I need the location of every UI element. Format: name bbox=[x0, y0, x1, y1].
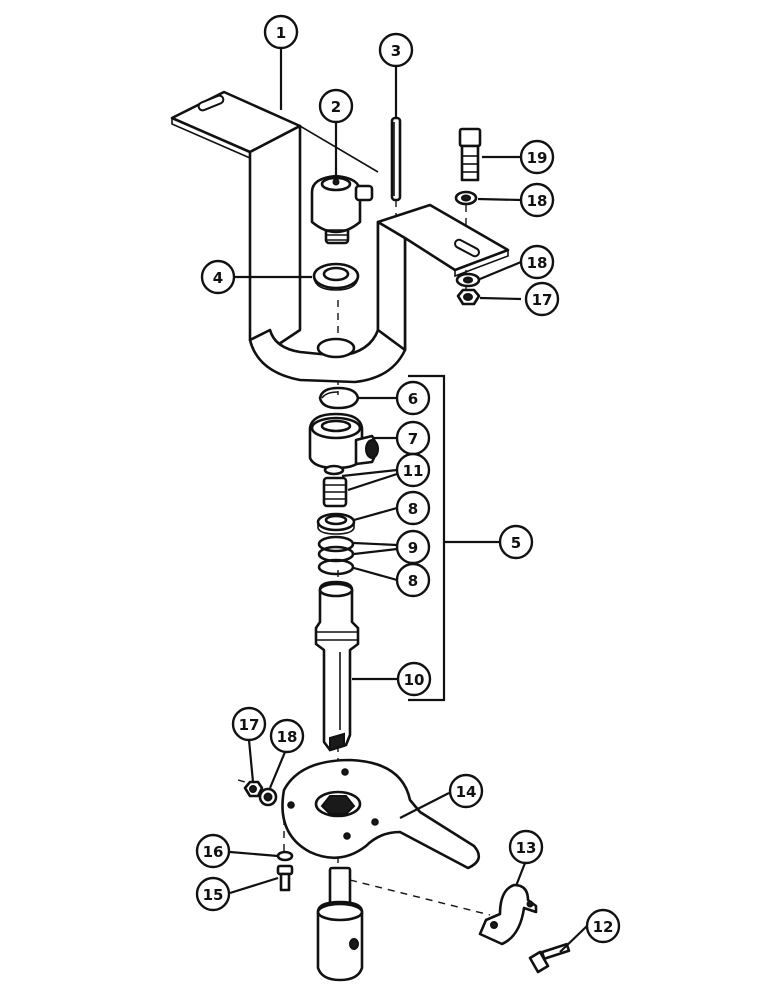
callout-18-washer: 18 bbox=[269, 718, 305, 754]
callout-number: 5 bbox=[511, 534, 521, 552]
callout-19-bolt: 19 bbox=[519, 139, 555, 175]
callout-5-swivel-assembly: 5 bbox=[498, 524, 534, 560]
control-valve bbox=[310, 174, 374, 245]
callout-6-snap-ring: 6 bbox=[395, 380, 431, 416]
callout-number: 6 bbox=[408, 390, 418, 408]
callout-number: 8 bbox=[408, 572, 418, 590]
washer-16 bbox=[276, 850, 294, 862]
callout-number: 7 bbox=[408, 430, 418, 448]
leader-lines bbox=[229, 48, 588, 953]
callout-16-washer: 16 bbox=[195, 833, 231, 869]
callout-7-swivel-body: 7 bbox=[395, 420, 431, 456]
callout-13-clamp: 13 bbox=[508, 829, 544, 865]
callout-number: 4 bbox=[213, 269, 223, 287]
callout-10-swivel-shaft: 10 bbox=[396, 661, 432, 697]
callout-1-mounting-bracket: 1 bbox=[263, 14, 299, 50]
mounting-bracket bbox=[170, 90, 510, 384]
callout-number: 14 bbox=[456, 783, 477, 801]
ring-8-upper bbox=[316, 512, 356, 535]
callout-circle bbox=[200, 259, 236, 295]
callout-circle bbox=[524, 281, 560, 317]
callout-circle bbox=[263, 14, 299, 50]
nut-17-lower bbox=[243, 780, 264, 798]
callout-8-ring: 8 bbox=[395, 562, 431, 598]
callout-number: 12 bbox=[593, 918, 614, 936]
callout-11-fitting: 11 bbox=[395, 452, 431, 488]
callout-number: 15 bbox=[203, 886, 224, 904]
swivel-body bbox=[308, 412, 379, 470]
callout-18-washer: 18 bbox=[519, 244, 555, 280]
screw-15 bbox=[276, 864, 294, 892]
callout-number: 17 bbox=[239, 716, 260, 734]
callout-8-ring: 8 bbox=[395, 490, 431, 526]
callout-number: 13 bbox=[516, 839, 537, 857]
snap-ring bbox=[318, 386, 360, 410]
callout-number: 19 bbox=[527, 149, 548, 167]
callout-17-nut: 17 bbox=[231, 706, 267, 742]
o-ring-9-upper bbox=[317, 535, 355, 553]
callout-number: 16 bbox=[203, 843, 224, 861]
callout-number: 1 bbox=[276, 24, 286, 42]
lower-hub bbox=[316, 866, 364, 982]
callout-circle bbox=[231, 706, 267, 742]
callout-17-nut: 17 bbox=[524, 281, 560, 317]
fitting bbox=[322, 464, 348, 508]
callout-circle bbox=[519, 182, 555, 218]
callout-circle bbox=[395, 490, 431, 526]
callout-number: 18 bbox=[527, 192, 548, 210]
callout-circle bbox=[318, 88, 354, 124]
callout-circle bbox=[396, 661, 432, 697]
callout-number: 2 bbox=[331, 98, 341, 116]
callout-number: 17 bbox=[532, 291, 553, 309]
washer-18-upper bbox=[454, 190, 478, 206]
swivel-shaft bbox=[314, 580, 360, 752]
callout-circle bbox=[195, 876, 231, 912]
callout-circle bbox=[585, 908, 621, 944]
callout-circle bbox=[378, 32, 414, 68]
callout-number: 8 bbox=[408, 500, 418, 518]
callout-circle bbox=[448, 773, 484, 809]
washer-18-left bbox=[258, 787, 278, 807]
callout-2-control-valve: 2 bbox=[318, 88, 354, 124]
callout-circle bbox=[395, 380, 431, 416]
callout-number: 3 bbox=[391, 42, 401, 60]
washer-18-lower bbox=[455, 272, 481, 288]
callout-circle bbox=[519, 139, 555, 175]
callout-circle bbox=[498, 524, 534, 560]
assembly-bracket bbox=[408, 374, 500, 702]
callout-number: 11 bbox=[403, 462, 424, 480]
callout-9-o-rings: 9 bbox=[395, 529, 431, 565]
callout-14-plate-arm: 14 bbox=[448, 773, 484, 809]
rod bbox=[390, 116, 402, 202]
callout-number: 10 bbox=[404, 671, 425, 689]
bolt-12 bbox=[528, 942, 571, 974]
callout-4-seal-ring: 4 bbox=[200, 259, 236, 295]
callout-number: 18 bbox=[277, 728, 298, 746]
clamp bbox=[478, 883, 538, 946]
callout-circle bbox=[395, 452, 431, 488]
callout-number: 9 bbox=[408, 539, 418, 557]
plate-arm bbox=[281, 758, 481, 870]
seal-ring bbox=[312, 262, 360, 291]
nut-17-upper bbox=[456, 288, 481, 306]
ring-8-lower bbox=[317, 558, 355, 576]
callout-circle bbox=[269, 718, 305, 754]
callout-circle bbox=[395, 529, 431, 565]
callout-circle bbox=[508, 829, 544, 865]
callout-3-rod: 3 bbox=[378, 32, 414, 68]
callout-12-bolt: 12 bbox=[585, 908, 621, 944]
callout-circle bbox=[195, 833, 231, 869]
callout-circle bbox=[519, 244, 555, 280]
callout-18-washer: 18 bbox=[519, 182, 555, 218]
bolt-19 bbox=[458, 127, 482, 182]
callout-number: 18 bbox=[527, 254, 548, 272]
callout-15-screw: 15 bbox=[195, 876, 231, 912]
